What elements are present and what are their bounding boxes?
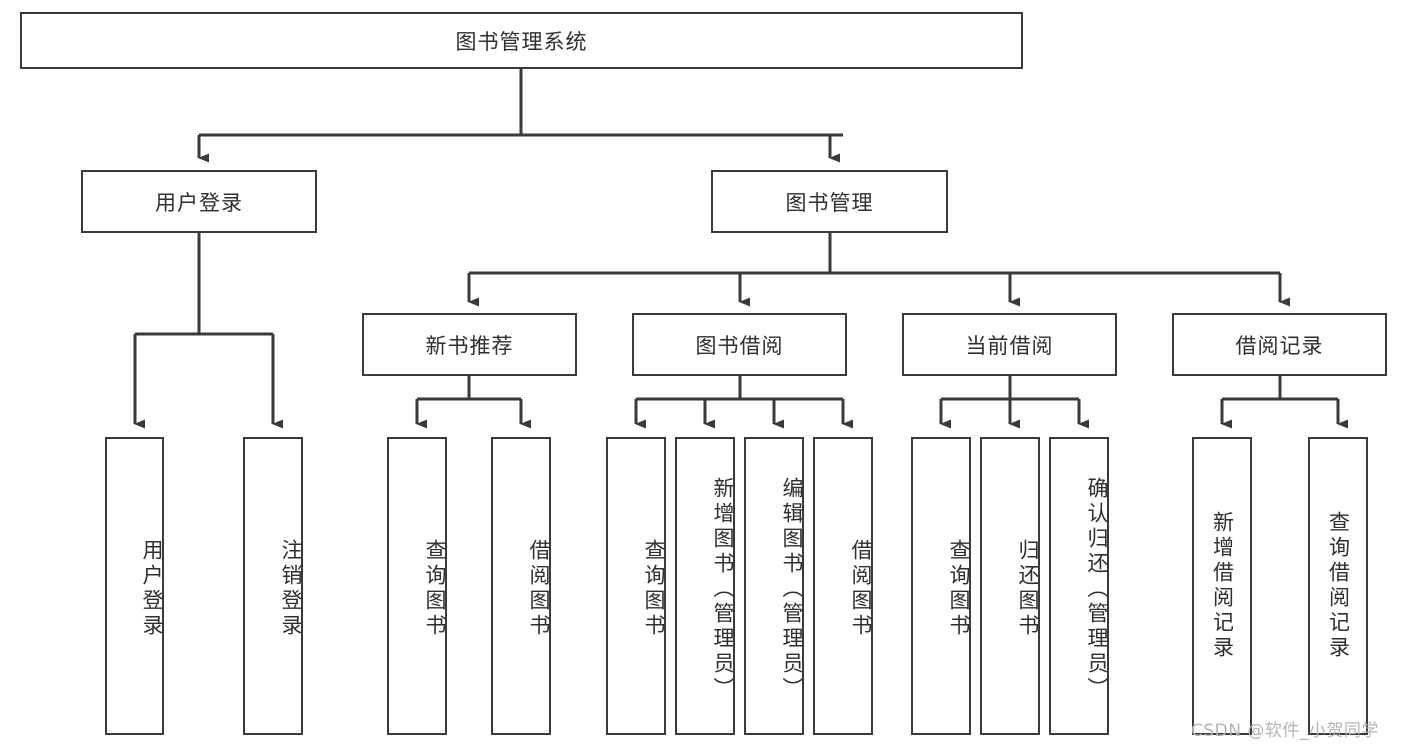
node-book-management[interactable]: 图书管理 (711, 170, 948, 233)
node-leaf-query-book-recommend[interactable]: 查询图书 (387, 437, 447, 735)
node-label: 查询图书 (642, 539, 666, 639)
node-leaf-user-login[interactable]: 用户登录 (105, 437, 164, 735)
node-label: 当前借阅 (965, 333, 1054, 358)
node-leaf-query-book-borrow[interactable]: 查询图书 (606, 437, 666, 735)
watermark: CSDN @软件_小贺同学 (1191, 721, 1379, 741)
node-user-login[interactable]: 用户登录 (81, 170, 317, 233)
node-label: 图书管理系统 (455, 29, 588, 54)
node-label: 新增图书（管理员） (711, 476, 735, 702)
node-leaf-logout[interactable]: 注销登录 (243, 437, 303, 735)
node-leaf-return-book[interactable]: 归还图书 (980, 437, 1040, 735)
node-label: 借阅图书 (849, 539, 873, 639)
node-label: 确认归还（管理员） (1085, 476, 1109, 702)
node-leaf-confirm-return-admin[interactable]: 确认归还（管理员） (1049, 437, 1109, 735)
node-label: 归还图书 (1016, 539, 1040, 639)
node-label: 新书推荐 (425, 333, 514, 358)
node-leaf-borrow-book-recommend[interactable]: 借阅图书 (491, 437, 551, 735)
node-label: 查询借阅记录 (1326, 511, 1351, 661)
node-label: 新增借阅记录 (1210, 511, 1235, 661)
node-leaf-edit-book-admin[interactable]: 编辑图书（管理员） (744, 437, 804, 735)
node-label: 注销登录 (279, 539, 303, 639)
node-leaf-add-borrow-record[interactable]: 新增借阅记录 (1192, 437, 1252, 735)
node-leaf-query-book-current[interactable]: 查询图书 (911, 437, 971, 735)
node-borrow-record[interactable]: 借阅记录 (1172, 313, 1387, 376)
node-root-system[interactable]: 图书管理系统 (20, 12, 1023, 69)
node-leaf-query-borrow-record[interactable]: 查询借阅记录 (1308, 437, 1368, 735)
node-new-book-recommend[interactable]: 新书推荐 (362, 313, 577, 376)
node-label: 用户登录 (155, 190, 243, 215)
node-current-borrow[interactable]: 当前借阅 (902, 313, 1117, 376)
node-leaf-add-book-admin[interactable]: 新增图书（管理员） (675, 437, 735, 735)
node-label: 图书管理 (785, 190, 874, 215)
node-label: 编辑图书（管理员） (780, 476, 804, 702)
node-leaf-borrow-book[interactable]: 借阅图书 (813, 437, 873, 735)
node-label: 借阅图书 (527, 539, 551, 639)
node-label: 用户登录 (140, 539, 164, 639)
node-book-borrow[interactable]: 图书借阅 (632, 313, 847, 376)
node-label: 查询图书 (947, 539, 971, 639)
node-label: 图书借阅 (695, 333, 784, 358)
node-label: 查询图书 (423, 539, 447, 639)
node-label: 借阅记录 (1235, 333, 1324, 358)
